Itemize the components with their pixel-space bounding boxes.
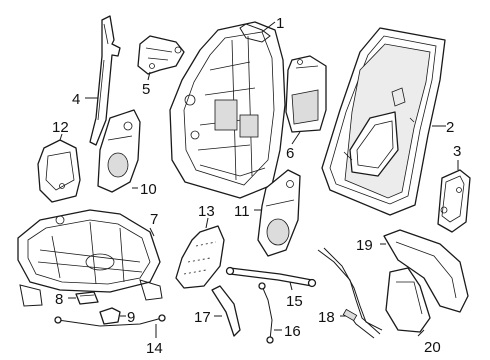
part-3-release-handle	[437, 169, 471, 233]
part-15-gas-strut	[225, 266, 317, 288]
callout-16: 16	[284, 323, 301, 340]
part-16-rod	[258, 282, 274, 344]
callout-14: 14	[146, 340, 163, 357]
callout-10: 10	[140, 181, 157, 198]
callout-11: 11	[234, 203, 250, 220]
callout-4: 4	[72, 91, 80, 108]
callout-1: 1	[276, 15, 284, 32]
callout-5: 5	[142, 81, 150, 98]
part-19-trim-cover	[383, 229, 469, 313]
part-20-lower-trim	[385, 267, 431, 333]
part-18-harness	[317, 247, 383, 339]
callout-12: 12	[52, 119, 69, 136]
part-9-cap	[99, 307, 121, 325]
part-2-rear-panel	[321, 27, 446, 216]
part-14-cable	[54, 314, 166, 327]
callout-15: 15	[286, 293, 303, 310]
part-17-curved-trim	[211, 285, 241, 337]
callout-2: 2	[446, 119, 454, 136]
part-5-bracket	[137, 35, 185, 75]
callout-17: 17	[194, 309, 211, 326]
part-10-hinge-bracket	[97, 109, 141, 193]
part-6-plate	[285, 55, 327, 133]
callout-19: 19	[356, 237, 373, 254]
callout-18: 18	[318, 309, 335, 326]
part-1-seat-back-frame	[169, 21, 286, 199]
callout-3: 3	[453, 143, 461, 160]
callout-7: 7	[150, 211, 158, 228]
callout-8: 8	[55, 291, 63, 308]
callout-9: 9	[127, 309, 135, 326]
part-8-clip	[75, 291, 99, 305]
part-11-recliner	[257, 169, 301, 257]
callout-6: 6	[286, 145, 294, 162]
part-12-side-cover	[37, 139, 81, 203]
callout-13: 13	[198, 203, 215, 220]
callout-20: 20	[424, 339, 441, 356]
part-7-seat-base-frame	[17, 209, 163, 307]
part-13-foam-pad	[175, 225, 225, 289]
part-4-guide-rod	[89, 15, 121, 146]
